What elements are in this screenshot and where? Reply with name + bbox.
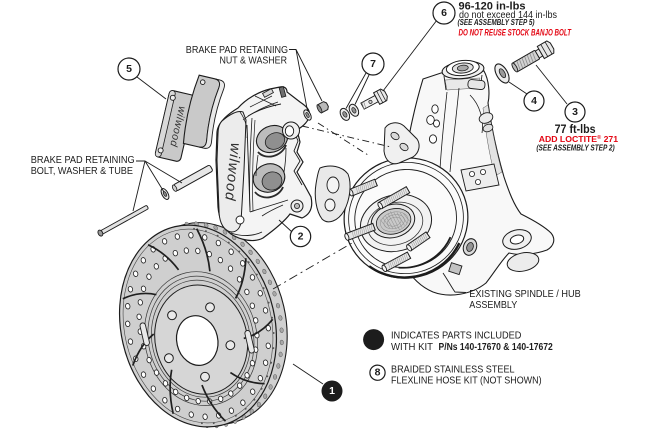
svg-text:1: 1 (329, 385, 335, 397)
svg-text:ASSEMBLY: ASSEMBLY (469, 300, 517, 311)
svg-text:do not exceed 144 in-lbs: do not exceed 144 in-lbs (459, 10, 557, 21)
svg-text:BRAIDED STAINLESS STEEL: BRAIDED STAINLESS STEEL (391, 365, 515, 376)
svg-text:INDICATES PARTS INCLUDED: INDICATES PARTS INCLUDED (391, 330, 521, 341)
svg-text:5: 5 (126, 63, 132, 75)
svg-text:EXISTING SPINDLE / HUB: EXISTING SPINDLE / HUB (469, 289, 581, 300)
svg-text:NUT & WASHER: NUT & WASHER (220, 55, 288, 66)
svg-text:(SEE ASSEMBLY STEP 2): (SEE ASSEMBLY STEP 2) (536, 144, 615, 153)
svg-text:FLEXLINE HOSE KIT (NOT SHOWN): FLEXLINE HOSE KIT (NOT SHOWN) (391, 376, 542, 387)
svg-text:2: 2 (298, 231, 304, 243)
svg-text:3: 3 (572, 106, 578, 118)
svg-text:6: 6 (441, 7, 447, 19)
svg-text:96-120 in-lbs: 96-120 in-lbs (459, 1, 526, 13)
svg-text:8: 8 (375, 367, 381, 379)
svg-text:77 ft-lbs: 77 ft-lbs (555, 124, 596, 136)
svg-text:BRAKE PAD RETAINING: BRAKE PAD RETAINING (31, 155, 135, 166)
svg-text:P/Ns 140-17670 & 140-17672: P/Ns 140-17670 & 140-17672 (439, 342, 554, 353)
svg-text:WITH KIT: WITH KIT (391, 342, 433, 353)
svg-text:wilwood: wilwood (221, 142, 243, 202)
svg-text:(SEE ASSEMBLY STEP 5): (SEE ASSEMBLY STEP 5) (458, 18, 535, 27)
svg-text:DO NOT REUSE STOCK BANJO BOLT: DO NOT REUSE STOCK BANJO BOLT (459, 27, 572, 37)
svg-text:7: 7 (370, 58, 376, 70)
svg-text:ADD LOCTITE® 271: ADD LOCTITE® 271 (539, 134, 619, 144)
svg-text:4: 4 (531, 95, 537, 107)
svg-text:BRAKE PAD RETAINING: BRAKE PAD RETAINING (186, 45, 288, 56)
svg-text:BOLT, WASHER & TUBE: BOLT, WASHER & TUBE (31, 166, 134, 177)
